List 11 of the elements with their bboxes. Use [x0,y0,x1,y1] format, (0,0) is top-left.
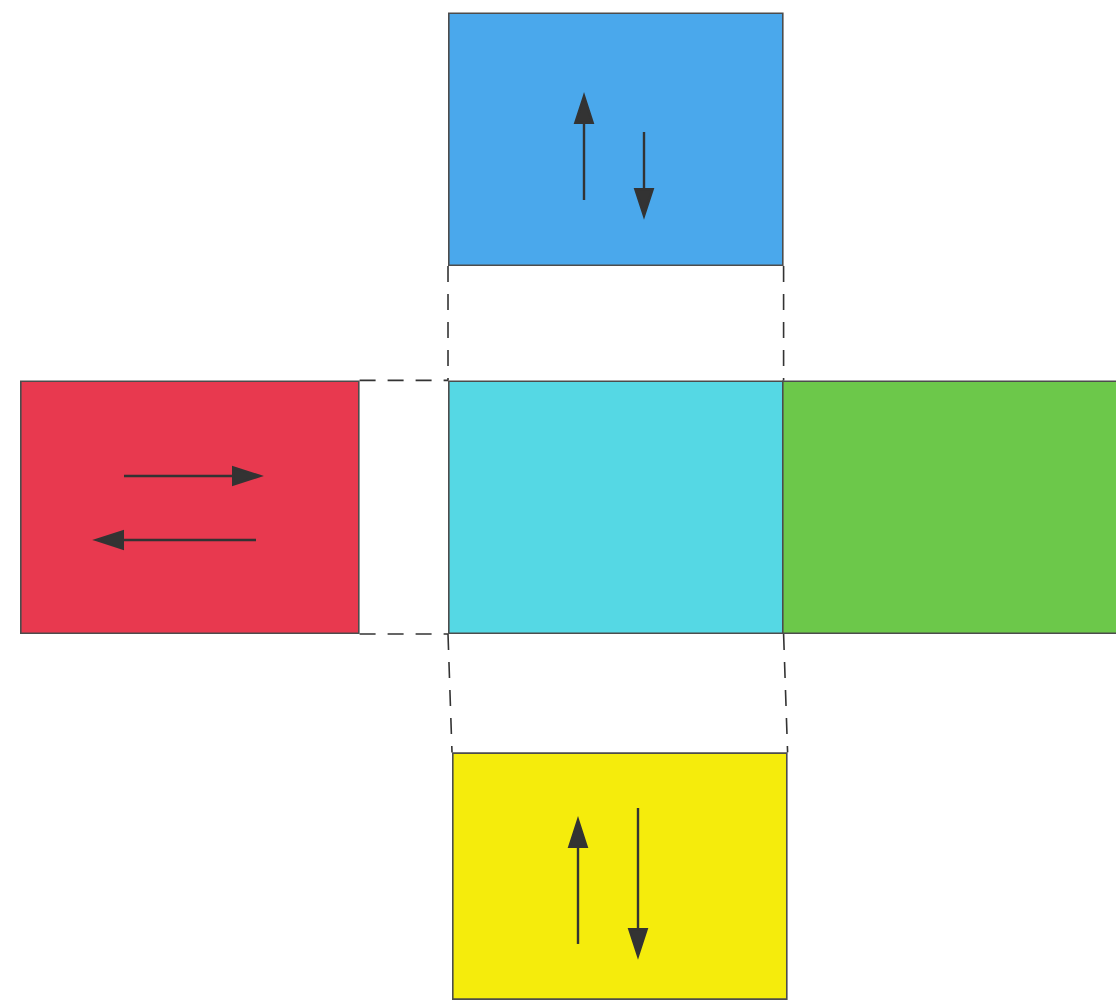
colored-box [448,12,784,266]
dashed-line [358,379,449,382]
colored-box [20,380,360,634]
dashed-line [447,633,453,754]
dashed-line [358,633,449,635]
colored-box [782,380,1116,634]
dashed-line [782,633,789,754]
colored-box [452,752,788,1000]
dashed-line [447,265,449,382]
dashed-line [782,265,785,382]
colored-box [448,380,784,634]
